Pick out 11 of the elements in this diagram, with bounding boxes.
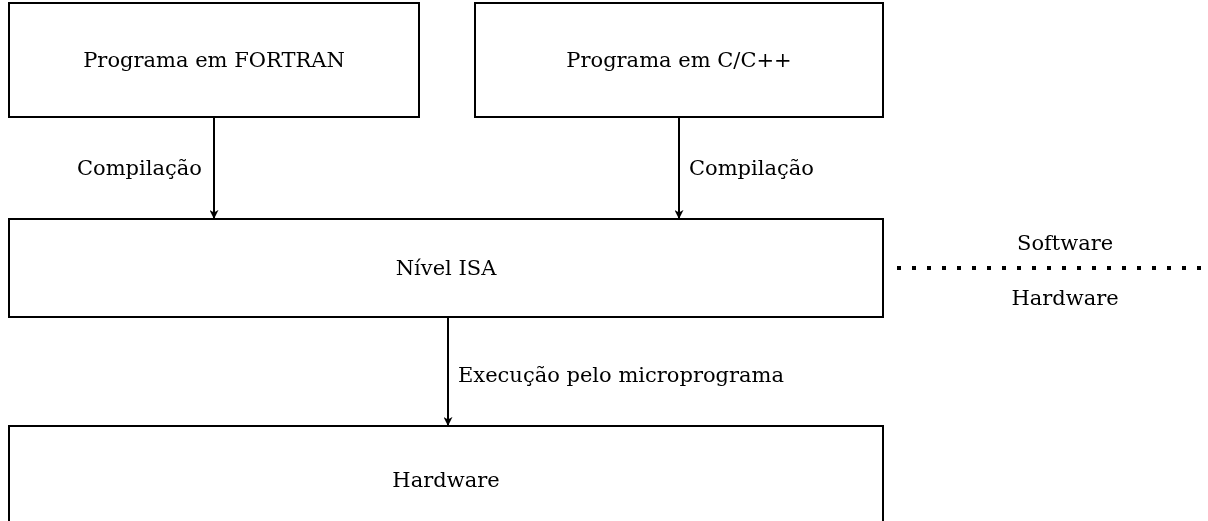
box-text: Nível ISA [394, 255, 498, 282]
arrow [443, 317, 453, 426]
process-box [8, 218, 884, 318]
box-text: Hardware [391, 467, 501, 494]
process-box [8, 2, 420, 118]
arrow [674, 117, 684, 219]
process-box [8, 425, 884, 521]
box-text: Programa em C/C++ [565, 47, 793, 74]
arrow [209, 117, 219, 219]
process-box [474, 2, 884, 118]
box-text: Programa em FORTRAN [82, 47, 346, 74]
